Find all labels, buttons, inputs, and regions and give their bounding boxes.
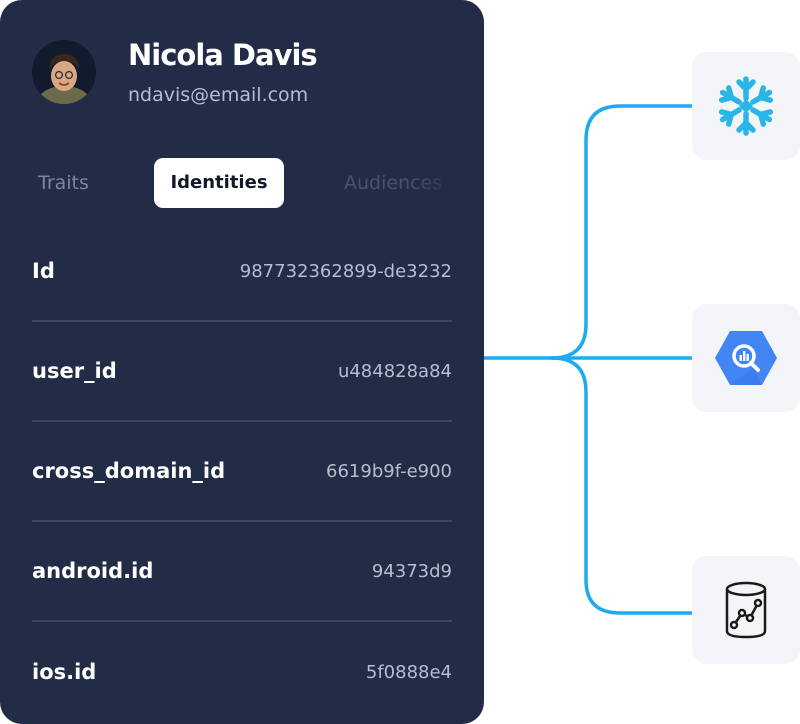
snowflake-icon <box>714 76 778 138</box>
avatar-image <box>32 40 96 104</box>
bigquery-icon <box>715 331 777 385</box>
identity-value: 94373d9 <box>371 560 452 582</box>
identity-row-android-id: android.id 94373d9 <box>32 522 452 622</box>
avatar <box>32 40 96 104</box>
tabs-fade-overlay <box>410 158 460 208</box>
connector-lines <box>484 104 694 615</box>
profile-email: ndavis@email.com <box>128 84 309 106</box>
profile-card: Nicola Davis ndavis@email.com Traits Ide… <box>0 0 484 724</box>
database-chart-icon <box>725 581 767 639</box>
identity-value: u484828a84 <box>337 360 452 382</box>
identity-label: Id <box>32 259 55 283</box>
identity-label: cross_domain_id <box>32 459 226 483</box>
identities-list: Id 987732362899-de3232 user_id u484828a8… <box>32 222 452 722</box>
identity-value: 6619b9f-e900 <box>326 460 452 482</box>
connector-top <box>550 104 694 360</box>
snowflake-destination-tile[interactable] <box>692 52 800 160</box>
identity-label: user_id <box>32 359 117 383</box>
tab-identities[interactable]: Identities <box>154 158 284 208</box>
identity-label: ios.id <box>32 660 97 684</box>
identity-row-id: Id 987732362899-de3232 <box>32 222 452 322</box>
identity-row-ios-id: ios.id 5f0888e4 <box>32 622 452 722</box>
identity-value: 5f0888e4 <box>365 661 452 683</box>
identity-row-cross-domain-id: cross_domain_id 6619b9f-e900 <box>32 422 452 522</box>
tab-traits[interactable]: Traits <box>38 172 89 194</box>
identity-value: 987732362899-de3232 <box>239 260 452 282</box>
identity-label: android.id <box>32 559 154 583</box>
bigquery-destination-tile[interactable] <box>692 304 800 412</box>
connector-bottom <box>550 356 694 615</box>
profile-name: Nicola Davis <box>128 38 318 72</box>
database-destination-tile[interactable] <box>692 556 800 664</box>
identity-row-user-id: user_id u484828a84 <box>32 322 452 422</box>
profile-tabs: Traits Identities Audiences <box>0 158 484 208</box>
